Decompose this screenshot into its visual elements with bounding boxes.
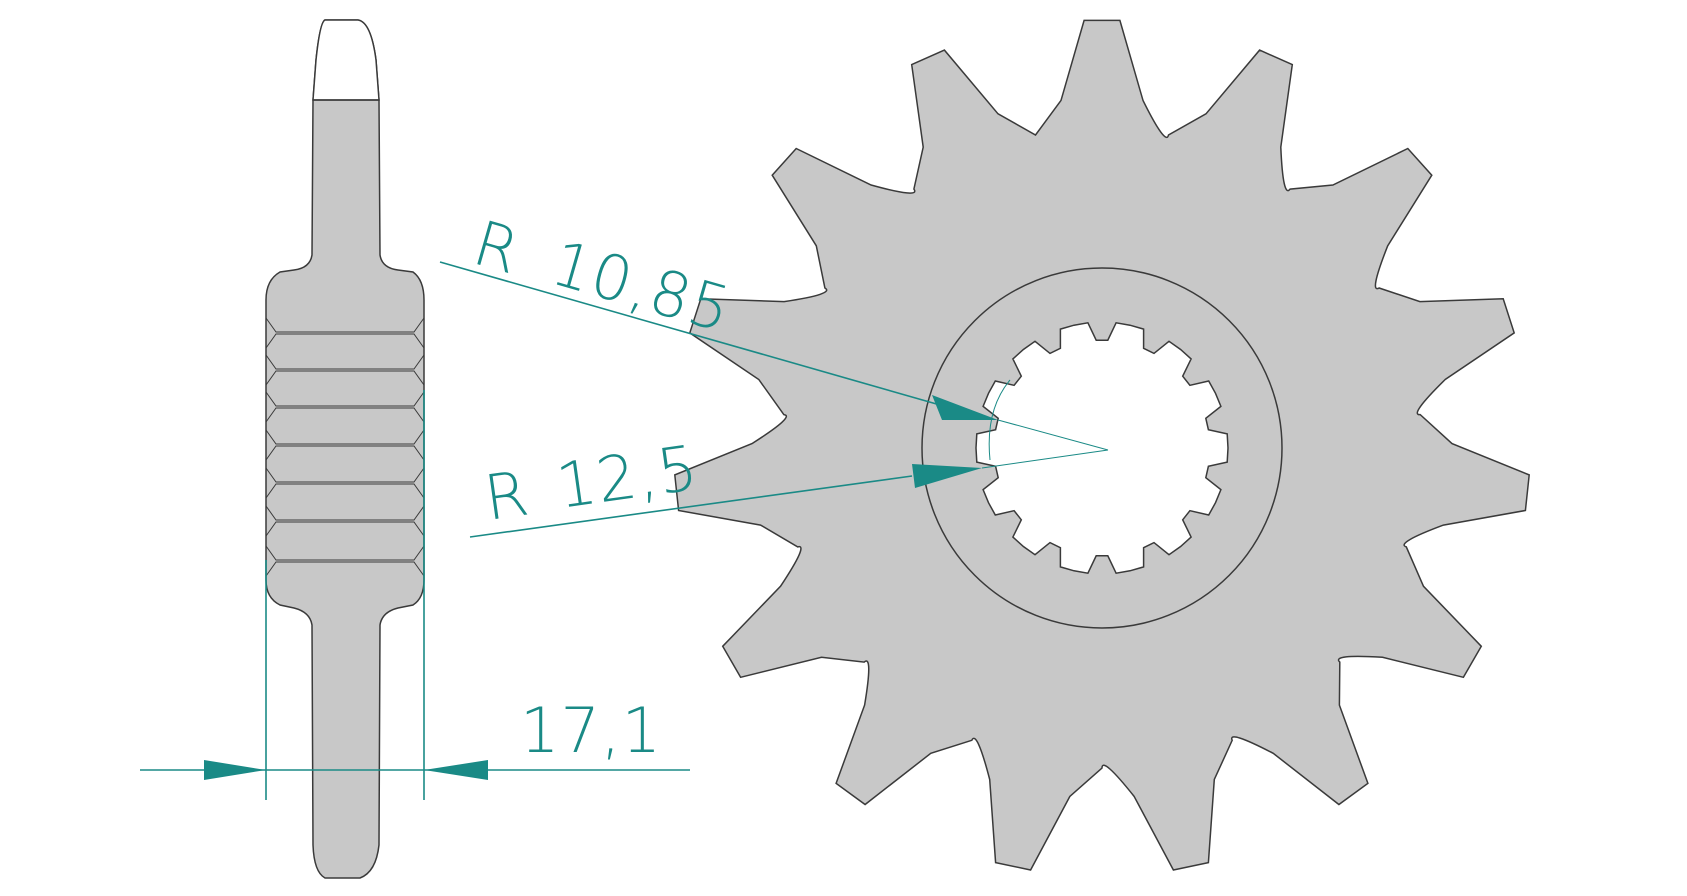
radius-small-arrow (932, 395, 998, 420)
side-view-tooth-tip (312, 19, 380, 101)
spline-groove (265, 545, 425, 577)
radius-small-leader (439, 261, 941, 406)
radius-small-prefix: R (466, 206, 529, 288)
spline-groove (265, 505, 425, 537)
spline-groove (265, 317, 425, 349)
radius-small-center-line (997, 419, 1109, 451)
radius-large-center-line (981, 449, 1109, 469)
side-view-body (265, 19, 425, 879)
thickness-arrow-left (204, 760, 266, 780)
spline-grooves (265, 317, 425, 577)
radius-large-prefix: R (480, 456, 534, 534)
radius-arc-hint (988, 379, 1011, 461)
radius-large-arrow (912, 464, 982, 488)
thickness-arrow-right (424, 760, 488, 780)
spline-groove (265, 391, 425, 423)
radius-small-value: 10,85 (544, 226, 740, 346)
hub-ring (921, 267, 1283, 629)
spline-groove (265, 467, 425, 499)
spline-groove (265, 354, 425, 386)
side-view (265, 19, 425, 879)
radius-large-leader (469, 475, 913, 538)
thickness-label: 17,1 (520, 694, 662, 767)
spline-groove (265, 429, 425, 461)
front-view (673, 19, 1531, 871)
